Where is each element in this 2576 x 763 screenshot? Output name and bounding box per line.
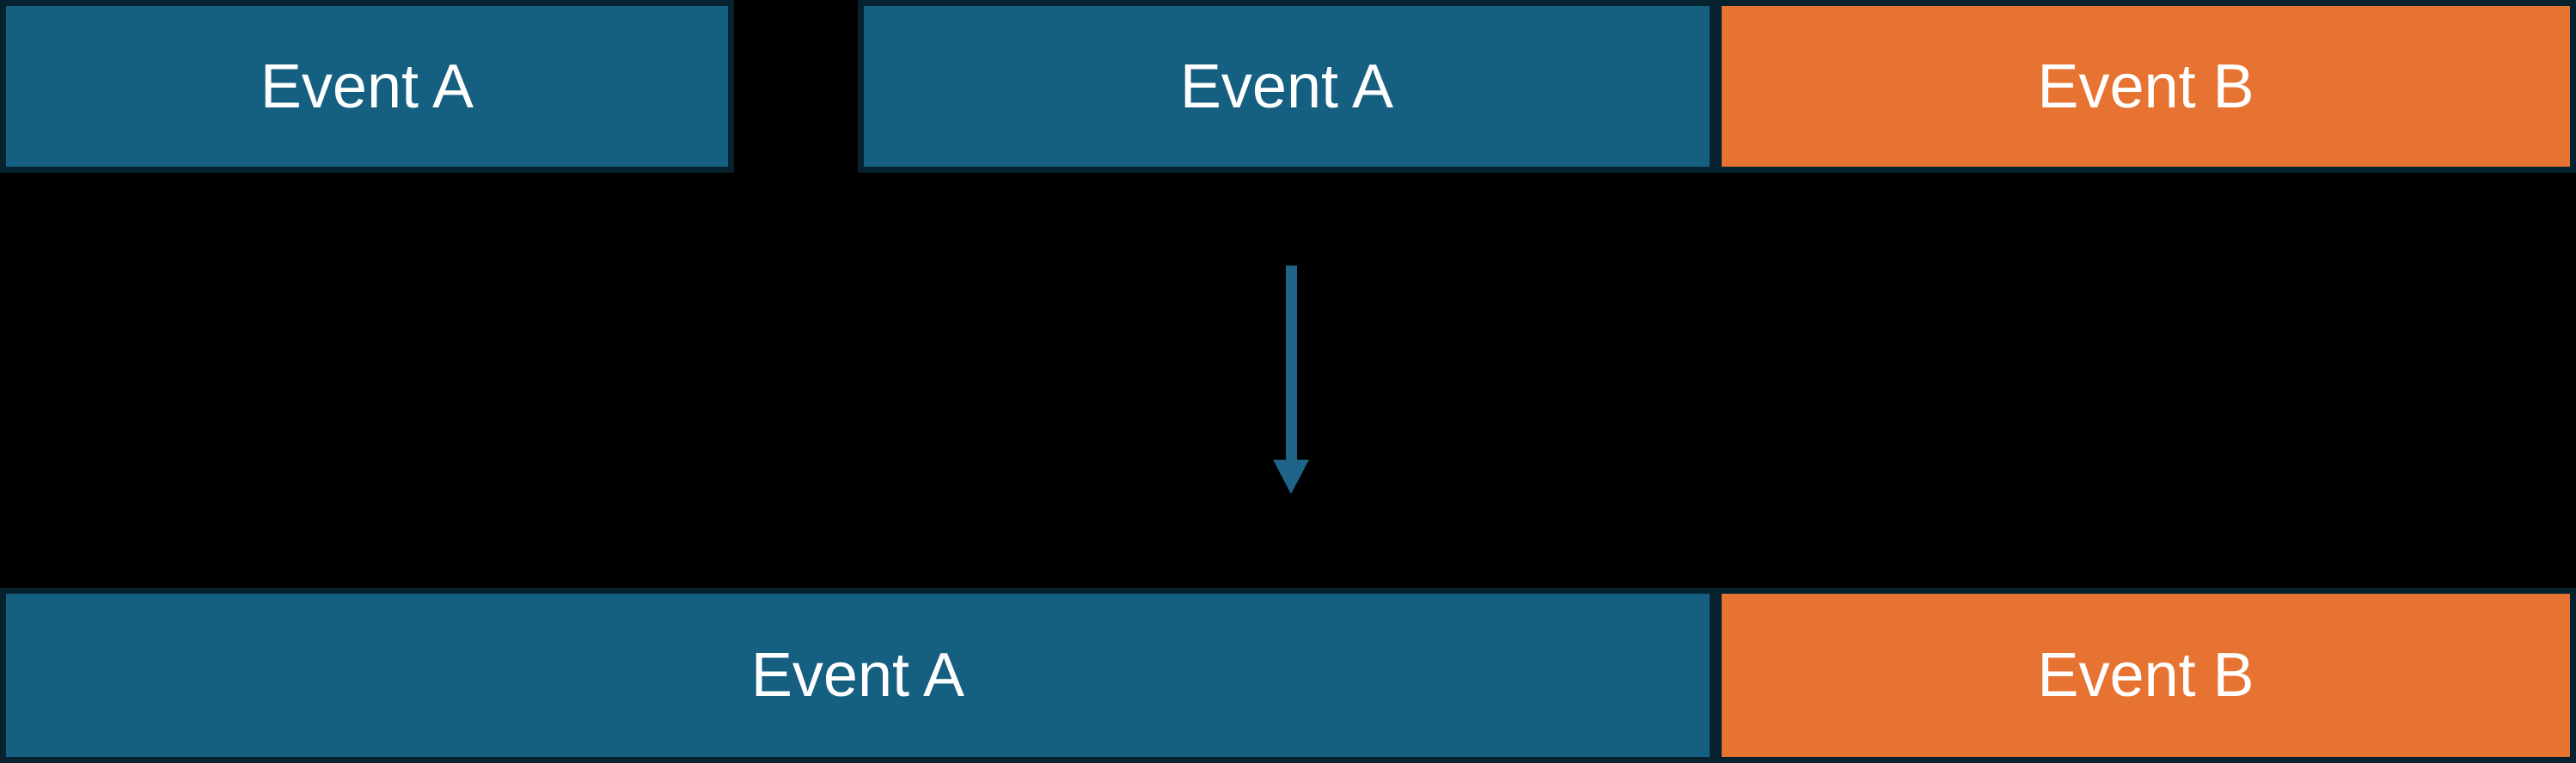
event-a-label: Event A <box>260 52 474 121</box>
arrow-down-icon <box>1273 266 1310 494</box>
bottom-merged-event-a-box: Event A <box>0 588 1716 763</box>
arrow-head <box>1273 460 1309 494</box>
event-b-label: Event B <box>2037 52 2255 121</box>
top-event-b-box: Event B <box>1716 0 2576 173</box>
top-event-a-box-2: Event A <box>858 0 1716 173</box>
event-b-label: Event B <box>2037 641 2255 710</box>
bottom-event-b-box: Event B <box>1716 588 2576 763</box>
event-a-label: Event A <box>1179 52 1394 121</box>
top-event-a-box-1: Event A <box>0 0 734 173</box>
event-a-label: Event A <box>750 641 965 710</box>
arrow-shaft <box>1286 266 1297 460</box>
